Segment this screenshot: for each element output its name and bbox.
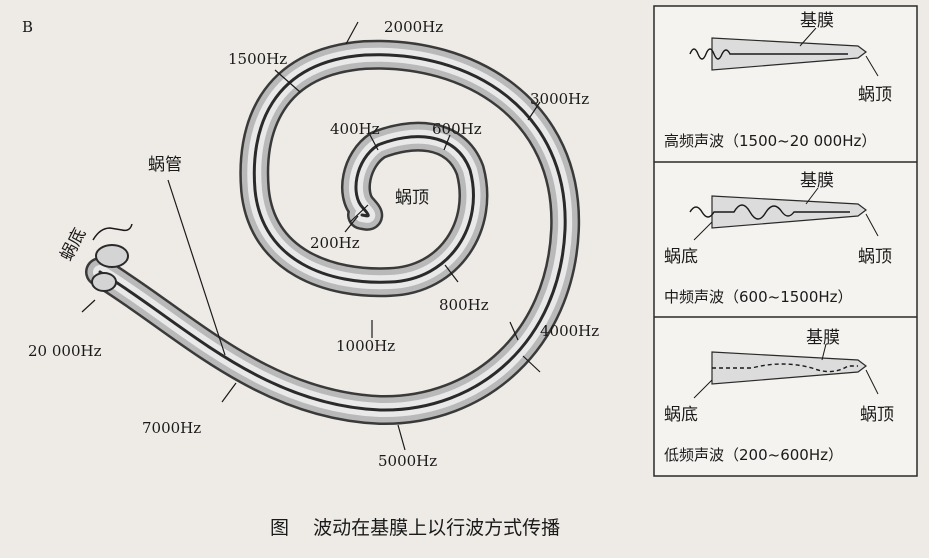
base-label: 蜗底 bbox=[57, 225, 91, 264]
panel1-caption: 高频声波（1500~20 000Hz） bbox=[664, 132, 876, 150]
figure-caption: 图 波动在基膜上以行波方式传播 bbox=[270, 517, 560, 539]
panel2-caption: 中频声波（600~1500Hz） bbox=[664, 288, 853, 306]
panel2-apex-label: 蜗顶 bbox=[858, 247, 892, 267]
panel3-membrane-label: 基膜 bbox=[806, 328, 840, 348]
label-1500hz: 1500Hz bbox=[228, 50, 287, 68]
wave-trace bbox=[689, 48, 848, 60]
panel-letter: B bbox=[22, 18, 33, 36]
canal-label: 蜗管 bbox=[148, 155, 182, 175]
scala-opening-lower bbox=[91, 272, 117, 292]
label-200hz: 200Hz bbox=[310, 234, 360, 252]
wave-trace bbox=[689, 204, 850, 220]
scala-opening-upper bbox=[95, 244, 129, 268]
apex-label: 蜗顶 bbox=[395, 188, 429, 208]
label-800hz: 800Hz bbox=[439, 296, 489, 314]
label-2000hz: 2000Hz bbox=[384, 18, 443, 36]
panel3-apex-label: 蜗顶 bbox=[860, 405, 894, 425]
base-brace bbox=[92, 223, 133, 241]
label-1000hz: 1000Hz bbox=[336, 337, 395, 355]
cochlea-spiral bbox=[85, 39, 581, 426]
label-5000hz: 5000Hz bbox=[378, 452, 437, 470]
label-3000hz: 3000Hz bbox=[530, 90, 589, 108]
panel2-membrane-label: 基膜 bbox=[800, 171, 834, 191]
label-600hz: 600Hz bbox=[432, 120, 482, 138]
label-20000hz: 20 000Hz bbox=[28, 342, 102, 360]
panel-mid-frequency: 基膜 蜗底 蜗顶 中频声波（600~1500Hz） bbox=[664, 171, 892, 306]
membrane-shape bbox=[711, 351, 867, 385]
panel2-base-label: 蜗底 bbox=[664, 247, 698, 267]
label-7000hz: 7000Hz bbox=[142, 419, 201, 437]
panel-frame bbox=[653, 5, 918, 477]
basilar-membrane bbox=[98, 53, 567, 412]
panel-high-frequency: 基膜 蜗顶 高频声波（1500~20 000Hz） bbox=[664, 11, 892, 150]
wave-trace bbox=[712, 363, 858, 373]
wave-panels: 基膜 蜗顶 高频声波（1500~20 000Hz） 基膜 蜗底 蜗顶 中频声波（… bbox=[653, 5, 918, 477]
panel1-membrane-label: 基膜 bbox=[800, 11, 834, 31]
label-400hz: 400Hz bbox=[330, 120, 380, 138]
panel-low-frequency: 基膜 蜗底 蜗顶 低频声波（200~600Hz） bbox=[664, 328, 894, 464]
label-4000hz: 4000Hz bbox=[540, 322, 599, 340]
panel1-apex-label: 蜗顶 bbox=[858, 85, 892, 105]
panel3-caption: 低频声波（200~600Hz） bbox=[664, 446, 843, 464]
panel3-base-label: 蜗底 bbox=[664, 405, 698, 425]
leader-lines bbox=[81, 21, 541, 451]
